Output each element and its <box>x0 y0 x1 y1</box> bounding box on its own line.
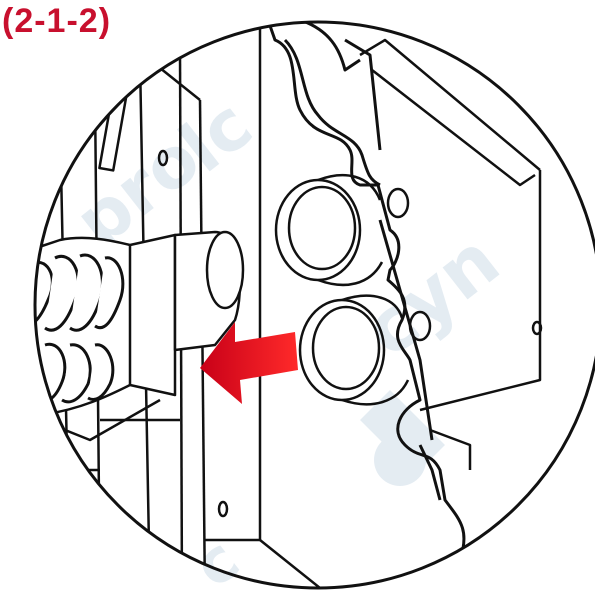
holder-ring-upper <box>274 173 410 287</box>
holder-bracket <box>266 22 466 561</box>
holder-ring-lower <box>298 294 432 406</box>
side-plate <box>359 38 543 470</box>
arrow-left-icon <box>200 322 298 404</box>
magnifier-circle <box>33 20 595 590</box>
watermark-bottom: c <box>181 525 252 596</box>
figure-label: (2-1-2) <box>2 2 112 40</box>
